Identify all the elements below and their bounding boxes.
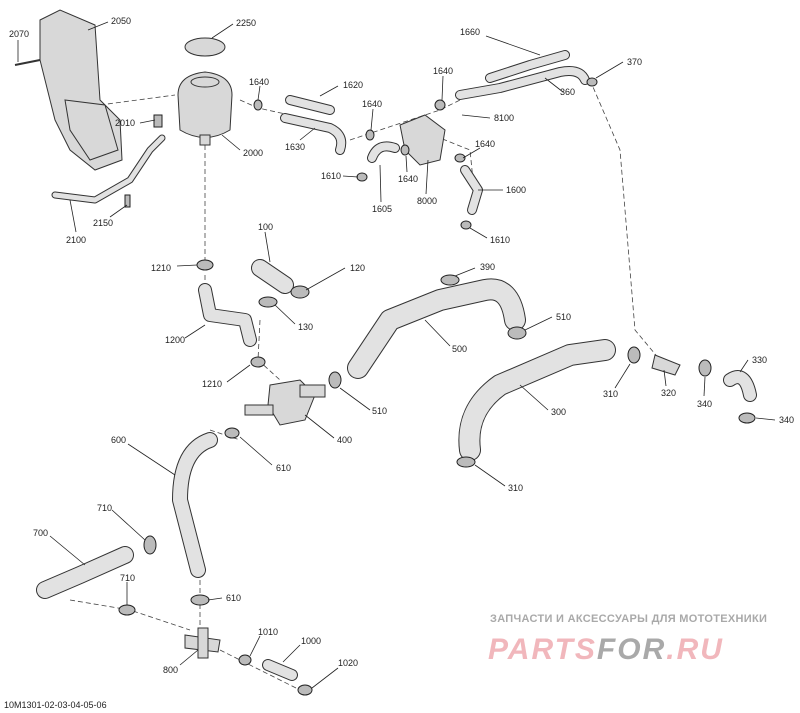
part-label: 1610 <box>490 235 510 245</box>
part-label: 1020 <box>338 658 358 668</box>
fittings <box>184 114 681 659</box>
part-label: 1640 <box>475 139 495 149</box>
part-label: 610 <box>276 463 291 473</box>
part-label: 710 <box>97 503 112 513</box>
part-label: 500 <box>452 344 467 354</box>
watermark-tagline: ЗАПЧАСТИ И АКСЕССУАРЫ ДЛЯ МОТОТЕХНИКИ <box>490 613 768 625</box>
part-label: 1640 <box>249 77 269 87</box>
part-label: 1620 <box>343 80 363 90</box>
part-label: 320 <box>661 388 676 398</box>
part-label: 2000 <box>243 148 263 158</box>
part-label: 1010 <box>258 627 278 637</box>
part-label: 2070 <box>9 29 29 39</box>
part-label: 8000 <box>417 196 437 206</box>
logo-text-parts: PARTS <box>488 633 597 666</box>
part-label: 120 <box>350 263 365 273</box>
part-label: 1640 <box>433 66 453 76</box>
part-label: 2010 <box>115 118 135 128</box>
watermark-logo: PARTSFOR.RU <box>488 634 724 666</box>
part-label: 1210 <box>202 379 222 389</box>
part-label: 300 <box>551 407 566 417</box>
reference-code: 10M1301-02-03-04-05-06 <box>4 700 107 710</box>
part-label: 710 <box>120 573 135 583</box>
part-label: 1630 <box>285 142 305 152</box>
part-label: 510 <box>372 406 387 416</box>
part-label: 8100 <box>494 113 514 123</box>
part-label: 800 <box>163 665 178 675</box>
part-label: 340 <box>697 399 712 409</box>
part-label: 310 <box>603 389 618 399</box>
part-label: 2250 <box>236 18 256 28</box>
part-label: 1605 <box>372 204 392 214</box>
part-label: 610 <box>226 593 241 603</box>
part-label: 390 <box>480 262 495 272</box>
part-label: 1600 <box>506 185 526 195</box>
part-label: 1610 <box>321 171 341 181</box>
clamps <box>118 77 756 696</box>
reservoir-2000 <box>177 37 233 146</box>
part-label: 130 <box>298 322 313 332</box>
part-label: 2100 <box>66 235 86 245</box>
part-label: 1660 <box>460 27 480 37</box>
part-label: 360 <box>560 87 575 97</box>
logo-text-ru: .RU <box>666 633 724 666</box>
part-label: 2050 <box>111 16 131 26</box>
part-label: 340 <box>779 415 794 425</box>
part-label: 370 <box>627 57 642 67</box>
bracket-2050 <box>14 9 123 171</box>
part-label: 1200 <box>165 335 185 345</box>
part-label: 700 <box>33 528 48 538</box>
part-label: 1210 <box>151 263 171 273</box>
part-label: 2150 <box>93 218 113 228</box>
part-label: 330 <box>752 355 767 365</box>
hoses <box>36 50 757 681</box>
part-label: 310 <box>508 483 523 493</box>
leader-lines <box>17 21 776 689</box>
part-label: 100 <box>258 222 273 232</box>
part-label: 1640 <box>398 174 418 184</box>
part-label: 1000 <box>301 636 321 646</box>
part-labels: 2070 2050 2250 1640 1620 1640 1640 1660 … <box>9 16 794 675</box>
part-label: 510 <box>556 312 571 322</box>
part-label: 400 <box>337 435 352 445</box>
part-label: 600 <box>111 435 126 445</box>
part-label: 1640 <box>362 99 382 109</box>
assembly-lines <box>69 79 661 691</box>
logo-text-for: FOR <box>596 633 667 666</box>
